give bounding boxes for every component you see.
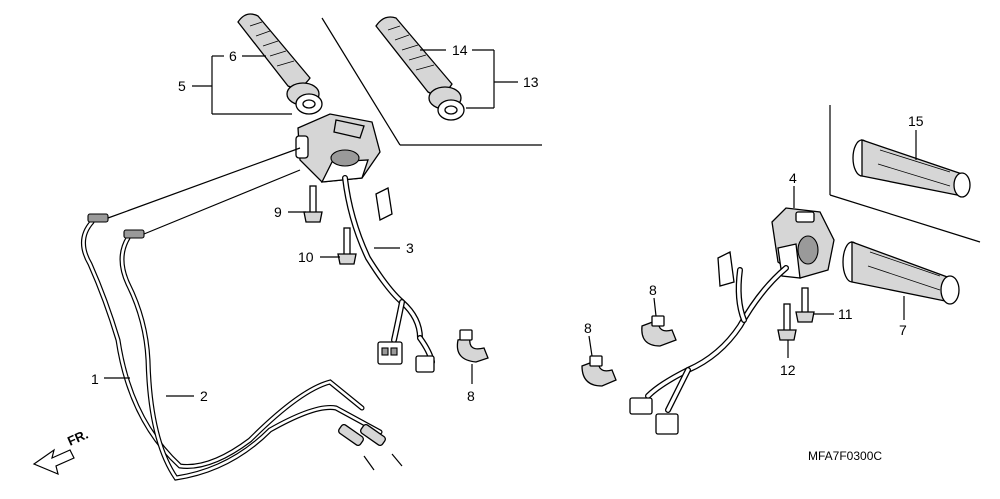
front-direction-indicator: FR. bbox=[32, 427, 90, 476]
right-switch-harness bbox=[342, 175, 435, 373]
throttle-grip bbox=[237, 13, 323, 115]
bolt-10 bbox=[337, 227, 357, 265]
callout-5: 5 bbox=[178, 78, 186, 94]
left-switch-housing bbox=[771, 207, 835, 279]
callout-8: 8 bbox=[467, 388, 475, 404]
callout-10: 10 bbox=[298, 249, 314, 265]
left-grip bbox=[842, 241, 960, 305]
separator-lines bbox=[321, 17, 981, 243]
callout-13: 13 bbox=[523, 74, 539, 90]
clamp-band bbox=[581, 355, 617, 387]
clamp-band bbox=[456, 329, 489, 363]
callout-1: 1 bbox=[91, 371, 99, 387]
leader-lines bbox=[104, 49, 917, 397]
callout-4: 4 bbox=[789, 170, 797, 186]
right-switch-housing bbox=[295, 113, 381, 183]
callouts: 1 2 3 4 5 6 7 8 8 8 9 10 11 12 13 14 15 bbox=[91, 42, 924, 404]
bolt-9 bbox=[303, 185, 323, 223]
left-grip-alt bbox=[852, 139, 971, 198]
bolt-12 bbox=[777, 303, 797, 341]
callout-8: 8 bbox=[584, 320, 592, 336]
front-label: FR. bbox=[65, 427, 90, 449]
throttle-grip-alt bbox=[375, 16, 465, 121]
callout-9: 9 bbox=[274, 204, 282, 220]
callout-8: 8 bbox=[649, 282, 657, 298]
callout-14: 14 bbox=[452, 42, 468, 58]
bolt-11 bbox=[795, 287, 815, 323]
front-arrow-icon bbox=[32, 448, 75, 476]
callout-11: 11 bbox=[838, 306, 853, 322]
callout-7: 7 bbox=[899, 322, 907, 338]
callout-3: 3 bbox=[406, 240, 414, 256]
diagram-code: MFA7F0300C bbox=[808, 449, 882, 463]
callout-2: 2 bbox=[200, 388, 208, 404]
left-switch-harness bbox=[629, 251, 789, 435]
clamp-band bbox=[641, 315, 677, 347]
callout-15: 15 bbox=[908, 113, 924, 129]
throttle-cables bbox=[81, 147, 403, 481]
callout-6: 6 bbox=[229, 48, 237, 64]
callout-12: 12 bbox=[780, 362, 796, 378]
